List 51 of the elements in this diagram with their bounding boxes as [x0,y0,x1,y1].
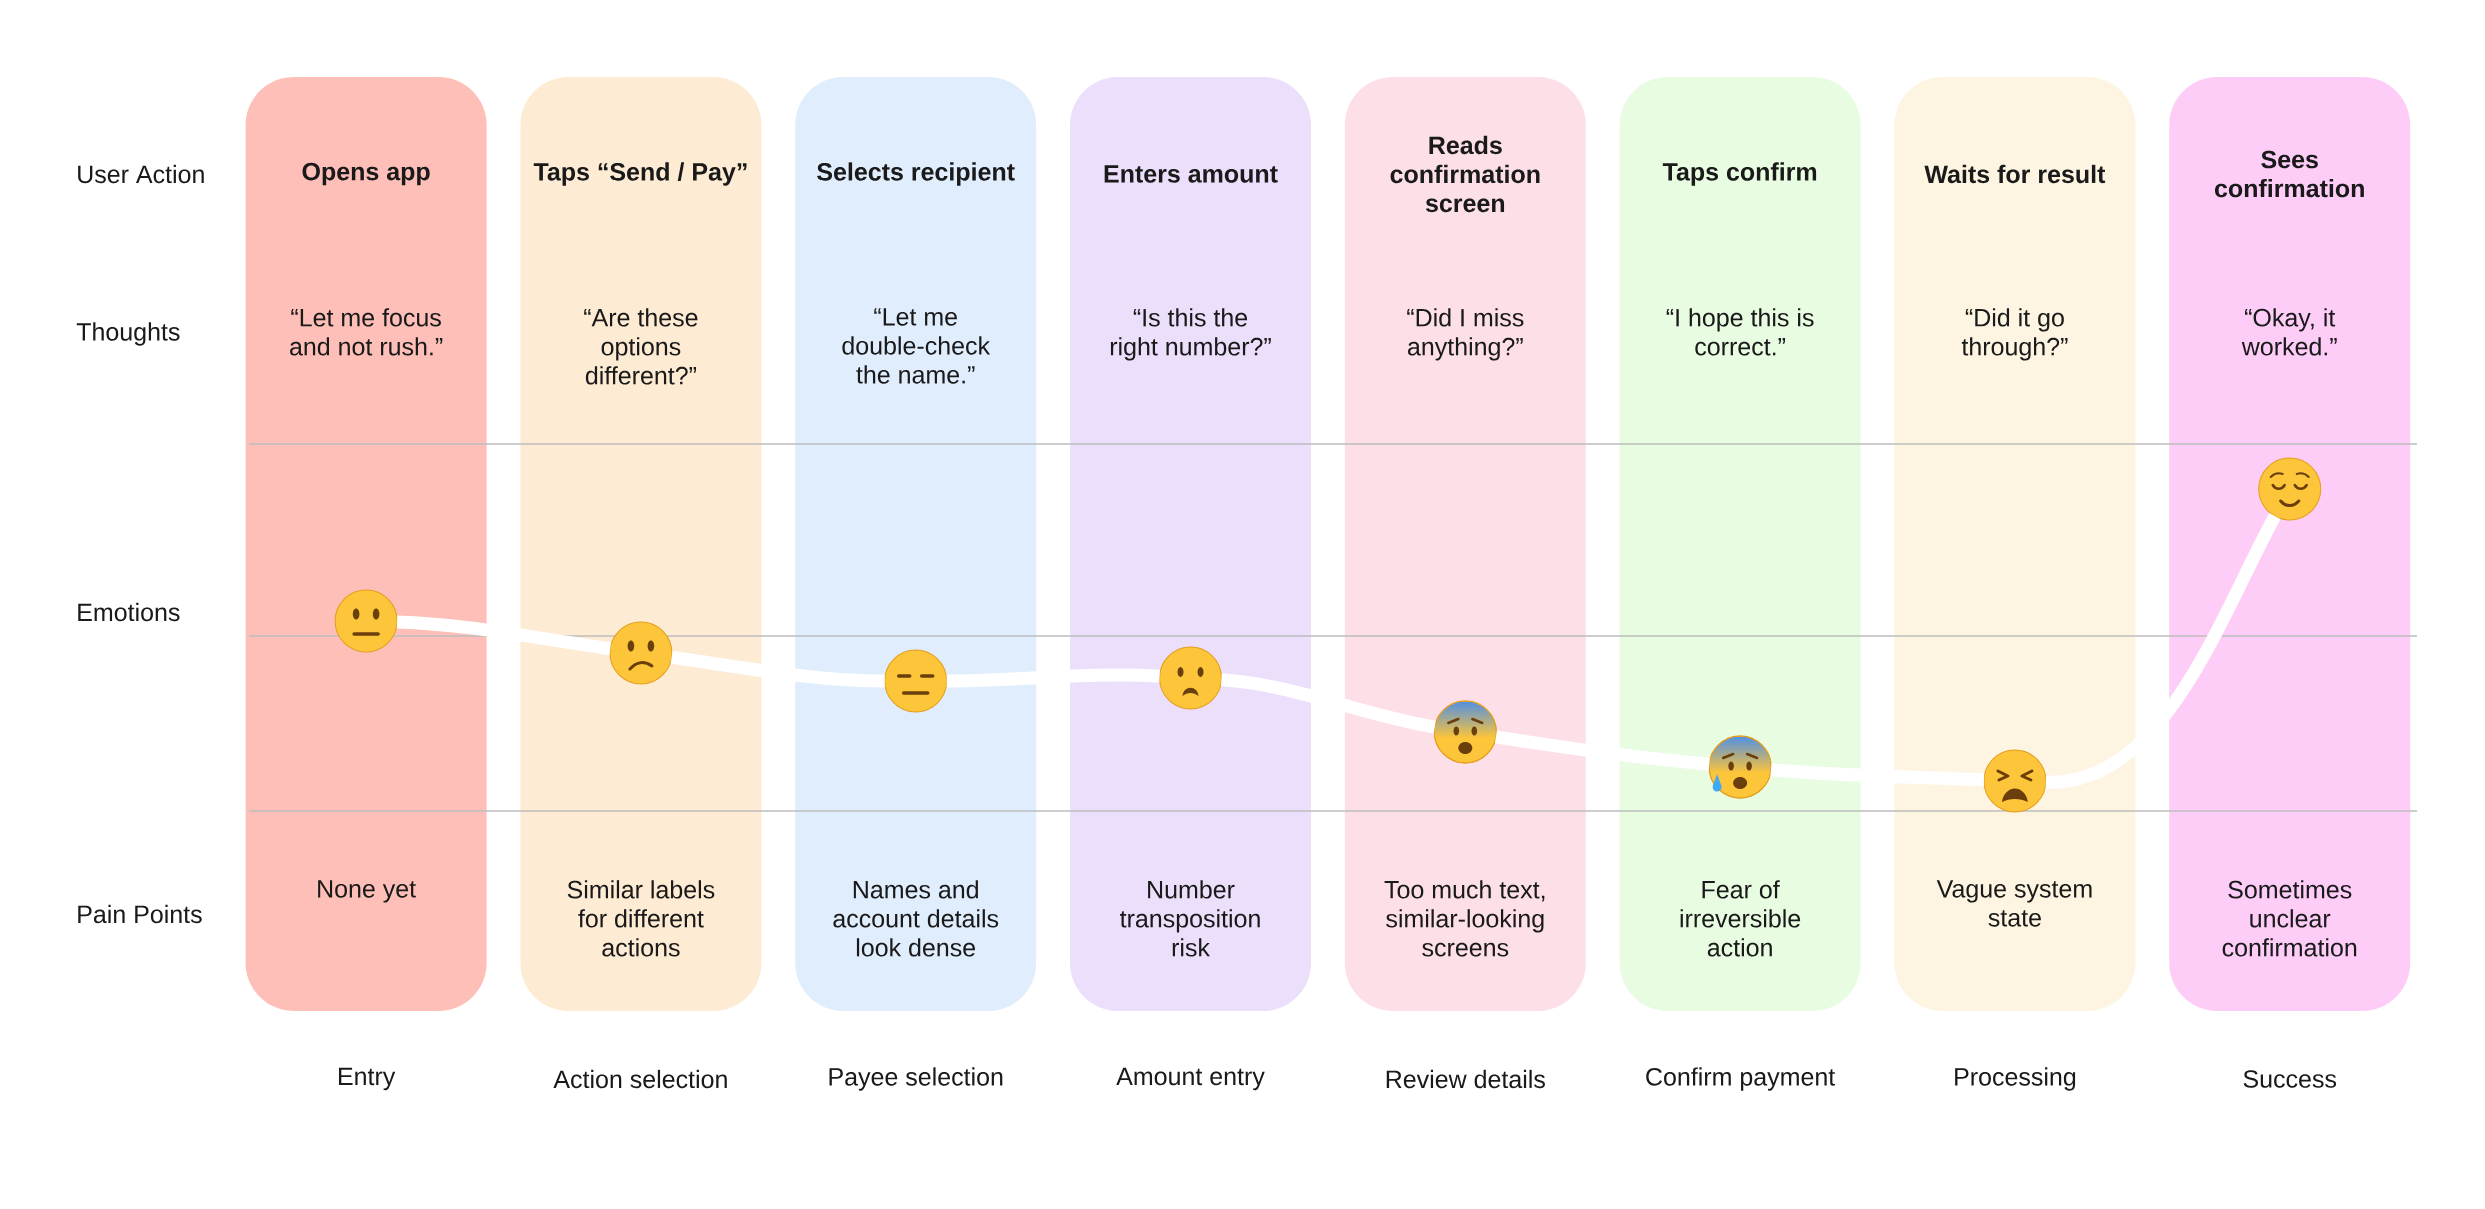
action-title: Taps “Send / Pay” [533,162,747,186]
pain-point-text: Too much text, similar-looking screens [1384,880,1545,957]
anxious-sweat-face-icon [1708,735,1772,799]
thought-text: “Is this the right number?” [1110,308,1271,361]
emotion-curve [2045,513,2281,789]
emotion-curve [946,668,1160,688]
pain-point-text: None yet [318,880,416,903]
emotion-curve [670,650,885,688]
stage-label: Confirm payment [1646,1067,1836,1091]
pain-point-text: Names and account details look dense [833,880,999,957]
thought-text: “I hope this is correct.” [1666,308,1814,356]
emotion-curve [396,615,612,656]
row-label: Pain Points [78,904,202,924]
stage-label: Processing [1955,1067,2076,1091]
relieved-face-icon [2258,457,2322,521]
pain-point-text: Fear of irreversible action [1680,880,1801,957]
stage-label: Payee selection [829,1067,1003,1091]
action-title: Sees confirmation [2215,150,2364,198]
weary-face-icon [1983,749,2047,813]
row-label: User Action [78,164,204,184]
action-title: Selects recipient [817,162,1015,186]
thought-text: “Let me double-check the name.” [842,308,991,384]
row-label: Emotions [78,602,180,622]
action-title: Reads confirmation screen [1390,135,1540,213]
thought-text: “Let me focus and not rush.” [290,308,443,356]
confused-face-icon [609,621,673,685]
stage-label: Review details [1386,1069,1545,1089]
emotion-curve [1770,763,1985,787]
thought-text: “Okay, it worked.” [2241,308,2337,356]
stage-label: Success [2243,1070,2337,1088]
pain-point-text: Vague system state [1936,880,2092,927]
action-title: Opens app [302,162,430,186]
emotion-curve [1494,730,1710,771]
frowning-face-icon [1159,646,1222,710]
thought-text: “Are these options different?” [584,308,698,385]
expressionless-face-icon [884,649,948,713]
row-label: Thoughts [76,322,180,346]
action-title: Waits for result [1924,164,2106,184]
action-title: Enters amount [1104,165,1278,183]
neutral-face-icon [334,589,398,653]
stage-label: Entry [339,1067,396,1091]
thought-text: “Did I miss anything?” [1407,308,1524,361]
thought-text: “Did it go through?” [1961,308,2068,361]
pain-point-text: Number transposition risk [1120,880,1260,957]
fearful-face-icon [1433,700,1497,764]
action-title: Taps confirm [1662,162,1817,186]
stage-label: Action selection [553,1069,727,1089]
pain-point-text: Similar labels for different actions [567,880,715,957]
pain-point-text: Sometimes unclear confirmation [2222,880,2357,957]
emotion-curve [1220,673,1436,734]
stage-label: Amount entry [1116,1067,1265,1091]
